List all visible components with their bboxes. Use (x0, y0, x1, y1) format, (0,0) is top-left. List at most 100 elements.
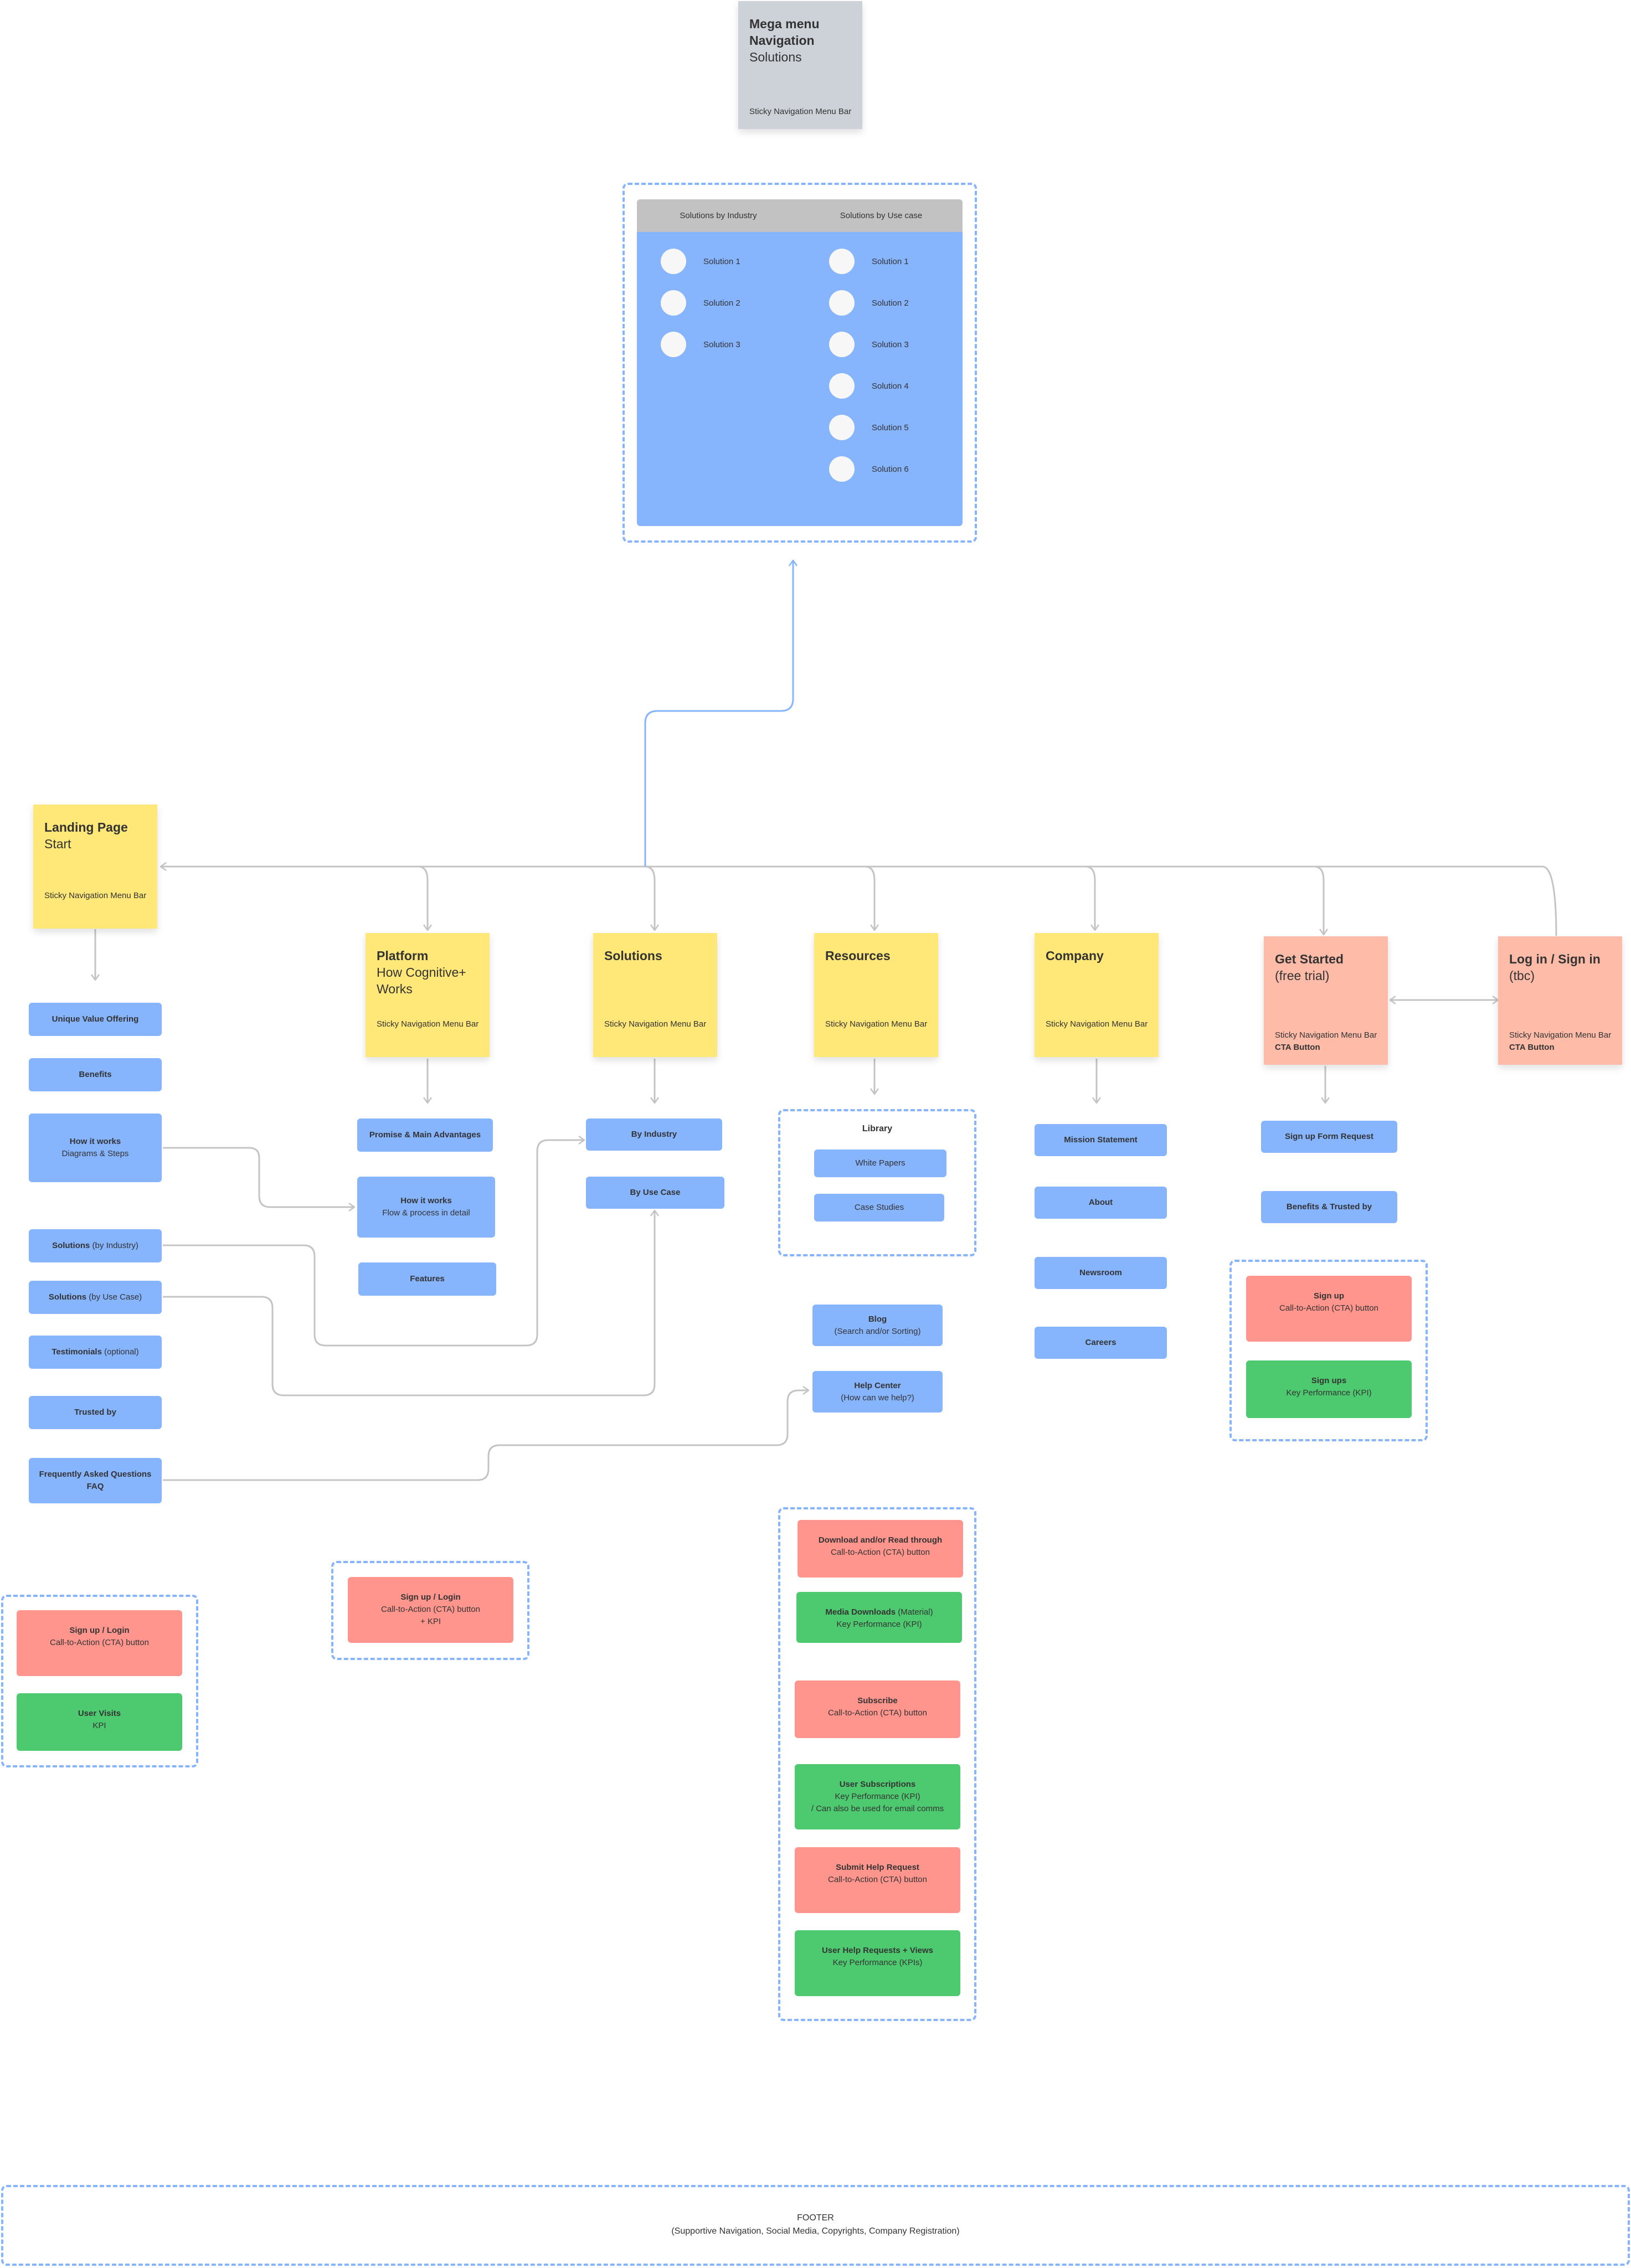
mega-menu-item[interactable]: Solution 4 (829, 373, 909, 399)
connector-to-company (1085, 865, 1095, 930)
sticky-note: Sticky Navigation Menu Bar (44, 891, 147, 900)
node-signup-form[interactable]: Sign up Form Request (1261, 1121, 1397, 1153)
mega-menu-group (622, 183, 977, 543)
node-white-papers[interactable]: White Papers (814, 1150, 946, 1177)
sticky-title: Get Started (1275, 952, 1344, 966)
sticky-subtitle: (free trial) (1275, 968, 1330, 983)
mega-menu-item[interactable]: Solution 1 (661, 249, 740, 274)
mega-menu-item-label: Solution 3 (703, 339, 740, 349)
landing-kpi-group (1, 1595, 198, 1767)
mega-menu-item-label: Solution 5 (872, 422, 909, 432)
node-help-center[interactable]: Help Center(How can we help?) (812, 1371, 943, 1413)
node-by-use-case[interactable]: By Use Case (586, 1177, 724, 1209)
mega-menu-item[interactable]: Solution 3 (661, 332, 740, 357)
library-group (778, 1109, 976, 1256)
solution-icon (661, 249, 686, 274)
node-newsroom[interactable]: Newsroom (1035, 1257, 1167, 1289)
footer-title: FOOTER (797, 2213, 834, 2223)
sticky-title: Log in / Sign in (1509, 952, 1601, 966)
sticky-note: Sticky Navigation Menu Bar (604, 1019, 707, 1029)
mega-menu-item-label: Solution 2 (872, 298, 909, 308)
mega-menu-item-label: Solution 3 (872, 339, 909, 349)
sticky-title: Solutions (604, 949, 662, 963)
sticky-subtitle: Start (44, 837, 71, 851)
sticky-title: Company (1046, 949, 1104, 963)
sticky-subtitle: How Cognitive+ Works (377, 965, 466, 996)
node-case-studies[interactable]: Case Studies (814, 1194, 944, 1221)
library-title: Library (862, 1124, 893, 1133)
node-about[interactable]: About (1035, 1187, 1167, 1219)
mega-menu-item[interactable]: Solution 6 (829, 456, 909, 482)
kpi-media-downloads[interactable]: Media Downloads (Material)Key Performanc… (796, 1592, 962, 1643)
connector-to-get-started (1314, 865, 1324, 935)
node-benefits-trusted[interactable]: Benefits & Trusted by (1261, 1191, 1397, 1223)
sticky-resources[interactable]: Resources Sticky Navigation Menu Bar (814, 933, 938, 1057)
mega-menu-item[interactable]: Solution 2 (661, 290, 740, 316)
sticky-company[interactable]: Company Sticky Navigation Menu Bar (1035, 933, 1159, 1057)
node-features[interactable]: Features (358, 1262, 496, 1296)
sticky-get-started[interactable]: Get Started (free trial) Sticky Navigati… (1264, 936, 1388, 1065)
connector-faq (163, 1390, 809, 1481)
mega-menu-item-label: Solution 1 (872, 256, 909, 266)
node-testimonials[interactable]: Testimonials (optional) (29, 1336, 162, 1369)
node-careers[interactable]: Careers (1035, 1327, 1167, 1359)
mega-menu-item[interactable]: Solution 5 (829, 415, 909, 440)
node-benefits[interactable]: Benefits (29, 1058, 162, 1091)
sticky-title: Mega menu Navigation (749, 17, 820, 48)
mega-menu-item[interactable]: Solution 1 (829, 249, 909, 274)
sticky-note: Sticky Navigation Menu Bar CTA Button (1509, 1030, 1612, 1052)
mega-menu-item-label: Solution 1 (703, 256, 740, 266)
node-solutions-by-use-case[interactable]: Solutions (by Use Case) (29, 1281, 162, 1314)
node-promise-advantages[interactable]: Promise & Main Advantages (357, 1118, 493, 1152)
node-trusted-by[interactable]: Trusted by (29, 1396, 162, 1429)
sticky-note: Sticky Navigation Menu Bar (377, 1019, 479, 1029)
node-mission-statement[interactable]: Mission Statement (1035, 1124, 1167, 1156)
connector-to-platform (418, 865, 428, 930)
mega-menu-item-label: Solution 2 (703, 298, 740, 308)
connector-to-resources (865, 865, 874, 930)
mega-menu-item[interactable]: Solution 3 (829, 332, 909, 357)
sticky-platform[interactable]: Platform How Cognitive+ Works Sticky Nav… (366, 933, 490, 1057)
mega-menu-panel: Solutions by Industry Solutions by Use c… (637, 199, 963, 526)
solution-icon (829, 290, 855, 316)
node-blog[interactable]: Blog(Search and/or Sorting) (812, 1305, 943, 1346)
sticky-landing-page[interactable]: Landing Page Start Sticky Navigation Men… (33, 805, 157, 929)
sticky-note: Sticky Navigation Menu Bar CTA Button (1275, 1030, 1377, 1052)
sticky-note: Sticky Navigation Menu Bar (1046, 1019, 1148, 1029)
sticky-solutions[interactable]: Solutions Sticky Navigation Menu Bar (593, 933, 717, 1057)
mega-menu-item-label: Solution 4 (872, 381, 909, 391)
resources-kpi-group (778, 1507, 976, 2021)
column-header-industry: Solutions by Industry (680, 211, 757, 220)
solution-icon (829, 456, 855, 482)
sticky-subtitle: Solutions (749, 50, 802, 64)
connector-solutions-usecase (163, 1210, 655, 1396)
mega-menu-item[interactable]: Solution 2 (829, 290, 909, 316)
sticky-subtitle: (tbc) (1509, 968, 1535, 983)
node-by-industry[interactable]: By Industry (586, 1118, 722, 1151)
sticky-title: Platform (377, 949, 429, 963)
sticky-login[interactable]: Log in / Sign in (tbc) Sticky Navigation… (1498, 936, 1622, 1065)
sticky-mega-menu[interactable]: Mega menu Navigation Solutions Sticky Na… (738, 1, 862, 129)
sticky-title: Resources (825, 949, 891, 963)
solution-icon (829, 415, 855, 440)
solution-icon (829, 332, 855, 357)
node-unique-value-offering[interactable]: Unique Value Offering (29, 1003, 162, 1036)
sticky-note: Sticky Navigation Menu Bar (825, 1019, 928, 1029)
solution-icon (829, 373, 855, 399)
sticky-note: Sticky Navigation Menu Bar (749, 107, 852, 116)
node-solutions-by-industry[interactable]: Solutions (by Industry) (29, 1229, 162, 1262)
connector-solutions-industry (163, 1140, 584, 1347)
